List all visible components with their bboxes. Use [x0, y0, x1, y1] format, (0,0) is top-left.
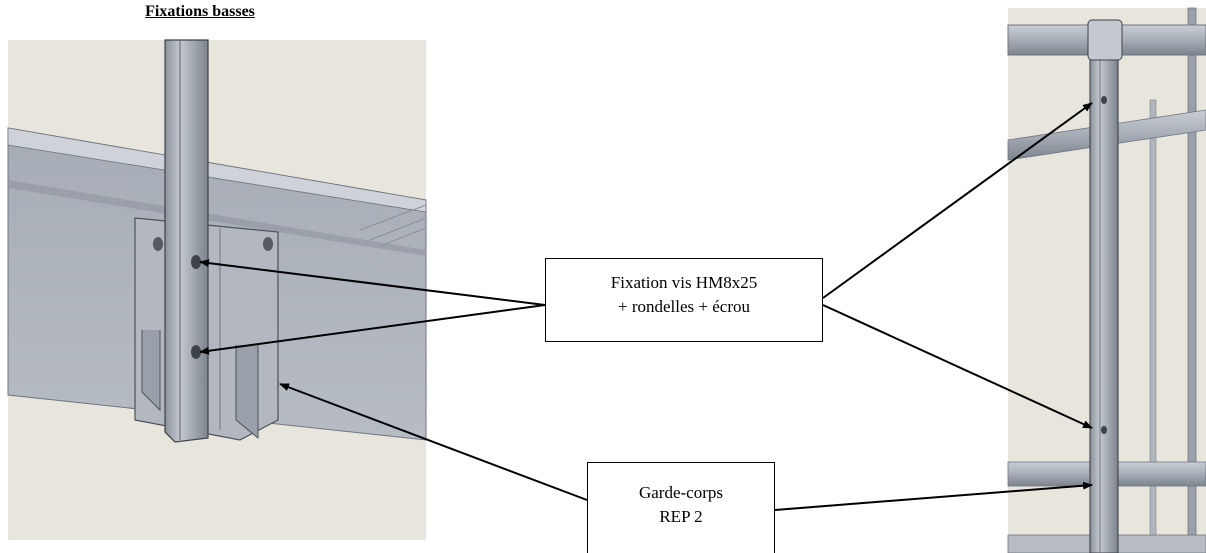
arrow-fixation-lower-right [822, 304, 1093, 429]
guardrail-post [164, 39, 209, 443]
diagram-title: Fixations basses [145, 3, 255, 20]
bolt-hole-bottom [1101, 426, 1107, 434]
fixation-label-line2: + rondelles + écrou [618, 297, 750, 316]
arrow-garde-corps-right [774, 481, 1093, 511]
garde-corps-label-line1: Garde-corps [638, 483, 723, 502]
arrow-fixation-upper-right [822, 102, 1093, 299]
fixation-label-line1: Fixation vis HM8x25 [610, 273, 758, 292]
right-render-panel [1007, 7, 1206, 553]
callout-arrows [199, 102, 1093, 511]
garde-corps-label-line2: REP 2 [659, 507, 703, 526]
arrow-garde-corps-left [279, 383, 588, 501]
bolt-hole-top [1101, 96, 1107, 104]
guardrail-post-right [1089, 54, 1119, 553]
bolt-hole-upper [191, 255, 201, 269]
garde-corps-label-box: Garde-corps REP 2 [587, 462, 775, 553]
left-render-panel [7, 39, 427, 540]
bolt-hole-lower [191, 345, 201, 359]
fixation-label-box: Fixation vis HM8x25 + rondelles + écrou [545, 258, 823, 342]
arrow-fixation-upper-left [199, 259, 546, 306]
arrow-fixation-lower-left [199, 304, 546, 355]
